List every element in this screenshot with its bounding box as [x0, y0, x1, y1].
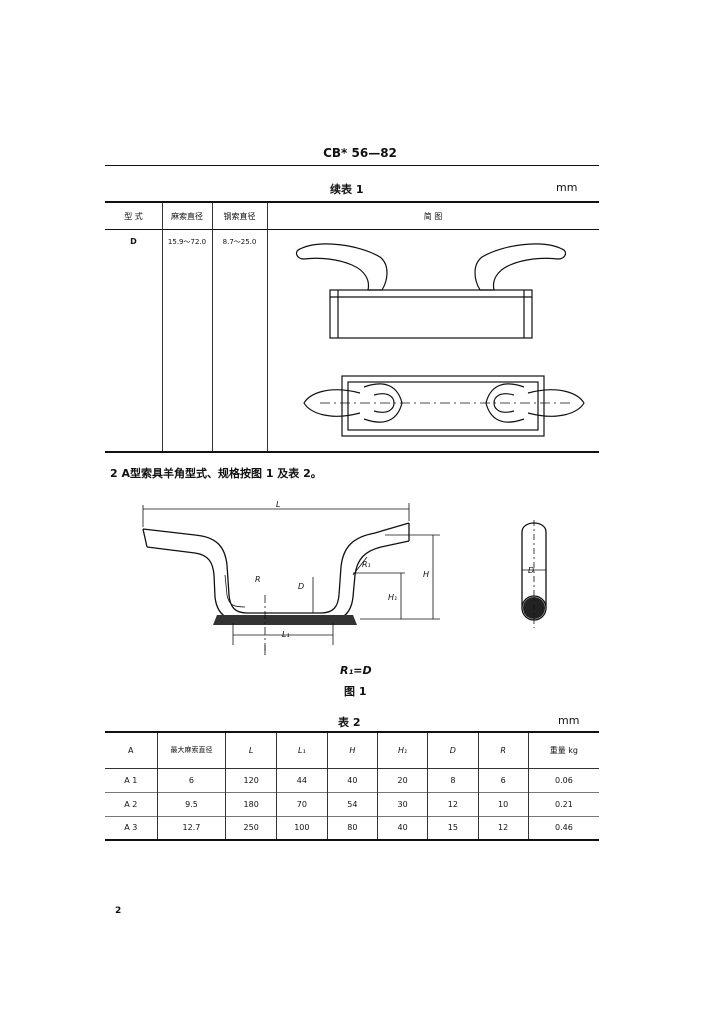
table1-top-rule — [105, 201, 599, 203]
table2-cell: 250 — [225, 816, 277, 840]
table1-col-divider — [162, 203, 163, 451]
table2-cell: 180 — [225, 792, 277, 816]
table1-header-rule — [105, 229, 599, 230]
page-number: 2 — [115, 906, 122, 916]
table2-header: H₁ — [376, 732, 428, 768]
figure1-label-R1: R₁ — [362, 560, 371, 569]
header-rule — [105, 165, 599, 166]
table2-cell: 80 — [326, 816, 378, 840]
figure1-label-H: H — [423, 570, 430, 579]
table2-cell: 6 — [156, 768, 226, 792]
table2-header: A — [128, 745, 134, 755]
table1-header-type: 型 式 — [124, 212, 143, 221]
figure1-label-L1: L₁ — [282, 630, 290, 639]
table1-cell-hemp: 15.9～72.0 — [167, 238, 207, 246]
table2-cell: 0.46 — [527, 816, 599, 840]
figure1-label-D: D — [298, 582, 305, 591]
table-row: A 2 9.5 180 70 54 30 12 10 0.21 — [105, 792, 599, 816]
table2-cell: A 1 — [124, 775, 138, 785]
table2-cell: A 2 — [124, 799, 138, 809]
figure1-title: 图 1 — [344, 685, 367, 698]
table2-cell: 40 — [376, 816, 428, 840]
table2-cell: 30 — [376, 792, 428, 816]
table2: A 最大麻索直径 L L₁ H H₁ D R 重量 kg A 1 6 120 4… — [105, 731, 599, 841]
figure1-section-view — [521, 520, 547, 628]
cleat-d-sketch — [295, 243, 585, 437]
table2-cell: 12 — [477, 816, 529, 840]
table2-cell: 6 — [477, 768, 529, 792]
table1-cell-steel: 8.7～25.0 — [222, 238, 257, 246]
table2-header-row: A 最大麻索直径 L L₁ H H₁ D R 重量 kg — [105, 732, 599, 768]
figure1-section-label-D: D — [528, 566, 535, 575]
table2-cell: 8 — [427, 768, 479, 792]
figure1-label-R: R — [255, 575, 261, 584]
table2-cell: 70 — [276, 792, 328, 816]
table2-cell: 10 — [477, 792, 529, 816]
table2-cell: 15 — [427, 816, 479, 840]
table2-header: L — [225, 732, 277, 768]
table-row: A 1 6 120 44 40 20 8 6 0.06 — [105, 768, 599, 792]
table2-cell: 100 — [276, 816, 328, 840]
table1-header-hemp: 麻索直径 — [171, 212, 203, 221]
table2-header: 最大麻索直径 — [156, 732, 226, 768]
figure1-formula: R₁=D — [340, 664, 372, 677]
table1-unit: mm — [556, 181, 578, 194]
table1-col-divider — [267, 203, 268, 451]
table1-bottom-rule — [105, 451, 599, 453]
table1-cell-type: D — [130, 237, 137, 246]
table2-cell: 0.06 — [527, 768, 599, 792]
section-2-text: 2 A型索具羊角型式、规格按图 1 及表 2。 — [110, 467, 322, 480]
table2-header: D — [427, 732, 479, 768]
table-row: A 3 12.7 250 100 80 40 15 12 0.46 — [105, 816, 599, 840]
table2-header: 重量 kg — [527, 732, 599, 768]
table2-cell: 54 — [326, 792, 378, 816]
table1-col-divider — [212, 203, 213, 451]
table2-unit: mm — [558, 714, 580, 727]
table2-header: R — [477, 732, 529, 768]
table2-header: H — [326, 732, 378, 768]
table2-cell: 44 — [276, 768, 328, 792]
table2-cell: A 3 — [124, 823, 138, 833]
table2-cell: 40 — [326, 768, 378, 792]
document-code: CB* 56—82 — [323, 146, 397, 160]
table2-cell: 12.7 — [156, 816, 226, 840]
table2-cell: 12 — [427, 792, 479, 816]
figure1-label-H1: H₁ — [388, 593, 398, 602]
table1-caption: 续表 1 — [330, 183, 364, 196]
figure1-label-L: L — [276, 500, 281, 509]
table2-cell: 0.21 — [527, 792, 599, 816]
table2-caption: 表 2 — [338, 716, 361, 729]
table1-header-steel: 钢索直径 — [223, 212, 256, 221]
table2-cell: 120 — [225, 768, 277, 792]
table1-header-sketch: 简 图 — [423, 212, 443, 221]
table2-cell: 9.5 — [156, 792, 226, 816]
figure1-cleat-drawing — [142, 503, 440, 655]
table2-cell: 20 — [376, 768, 428, 792]
table2-header: L₁ — [276, 732, 328, 768]
